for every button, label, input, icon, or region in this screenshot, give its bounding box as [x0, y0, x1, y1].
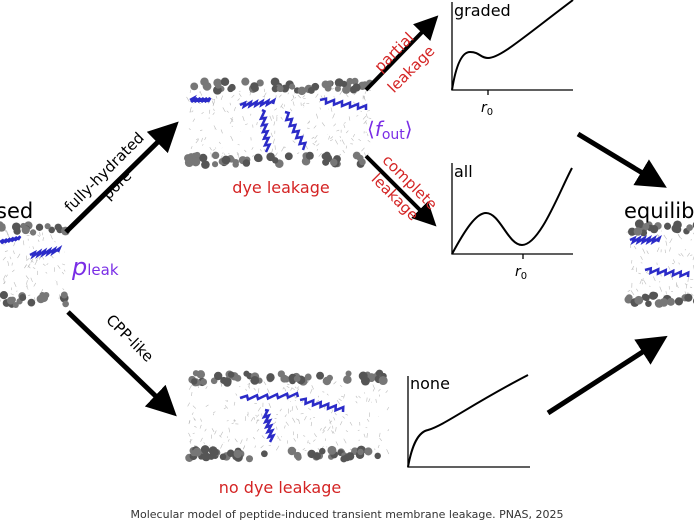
arrow-partial [364, 15, 439, 92]
dye-leakage-label: dye leakage [232, 178, 329, 197]
plot-none: none [407, 374, 530, 468]
arrow-to-equilibrium-top [576, 131, 667, 188]
membrane-pore [184, 77, 374, 169]
plot-graded: graded r0 [451, 0, 574, 118]
arrow-complete [364, 154, 437, 227]
plot-all: all r0 [451, 162, 573, 282]
all-r0-tick: r0 [515, 264, 527, 282]
membrane-closed [0, 221, 70, 309]
membrane-cpp [185, 369, 390, 463]
graded-curve [451, 0, 574, 91]
leakage-diagram: sed equilib fully-hydrated pore pleak dy… [0, 0, 694, 497]
cpp-like-label: CPP-like [102, 311, 157, 366]
none-curve [407, 374, 529, 468]
graded-title: graded [454, 1, 511, 20]
arrow-to-equilibrium-bottom [546, 335, 668, 416]
none-title: none [410, 374, 450, 393]
all-title: all [454, 162, 473, 181]
caption: Molecular model of peptide-induced trans… [130, 508, 564, 521]
closed-label: sed [0, 199, 33, 223]
equilibrium-label: equilib [624, 199, 694, 223]
all-curve [451, 167, 573, 255]
fully-hydrated-label: fully-hydrated [61, 129, 148, 216]
arrow-cpp [66, 310, 177, 417]
membrane-equilibrium [624, 219, 694, 308]
no-dye-leakage-label: no dye leakage [219, 478, 341, 497]
f-out-symbol: ⟨fout⟩ [367, 117, 413, 143]
arrow-fully-hydrated [64, 121, 179, 234]
graded-r0-tick: r0 [481, 100, 493, 118]
p-leak-symbol: pleak [71, 253, 119, 281]
